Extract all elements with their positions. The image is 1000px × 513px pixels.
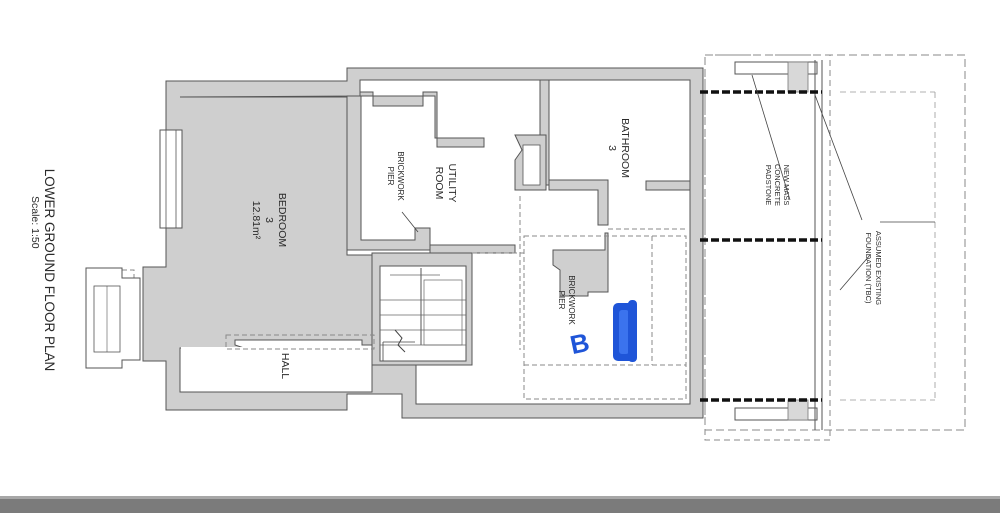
hall-label: HALL xyxy=(279,353,291,379)
pier-1-label-2: PIER xyxy=(386,167,395,186)
padstone-label-3: PADSTONE xyxy=(764,165,773,206)
blue-marker-annotation xyxy=(613,300,637,362)
pier-1-label-1: BRICKWORK xyxy=(396,151,405,201)
utility-room-label-1: UTILITY xyxy=(446,163,458,202)
utility-room-label-2: ROOM xyxy=(433,167,445,200)
padstone-label-1: NEW MASS xyxy=(782,165,791,206)
viewer-bottom-bar xyxy=(0,496,1000,513)
pier-2-label-2: PIER xyxy=(557,291,566,310)
bedroom-number: 3 xyxy=(263,217,275,223)
handwritten-b-mark: B xyxy=(567,327,592,360)
staircase xyxy=(371,252,473,366)
bathroom-number: 3 xyxy=(606,145,618,151)
pier-2-label-1: BRICKWORK xyxy=(567,275,576,325)
bedroom-name: BEDROOM xyxy=(276,193,288,247)
bedroom-window xyxy=(159,129,183,229)
bathroom-name: BATHROOM xyxy=(619,118,631,178)
bedroom-area: 12.81m² xyxy=(250,201,262,240)
brickwork-pier-lower xyxy=(552,232,609,297)
drawing-scale: Scale: 1:50 xyxy=(29,196,41,249)
viewer-bottom-bar-edge xyxy=(0,496,1000,499)
foundation-annex xyxy=(700,54,966,441)
foundation-label-1: ASSUMED EXISTING xyxy=(874,231,883,305)
utility-room-walls xyxy=(359,91,485,148)
foundation-label-2: FOUNDATION (TBC) xyxy=(864,232,873,304)
padstone-label-2: CONCRETE xyxy=(773,164,782,206)
drawing-title: LOWER GROUND FLOOR PLAN xyxy=(42,169,57,372)
